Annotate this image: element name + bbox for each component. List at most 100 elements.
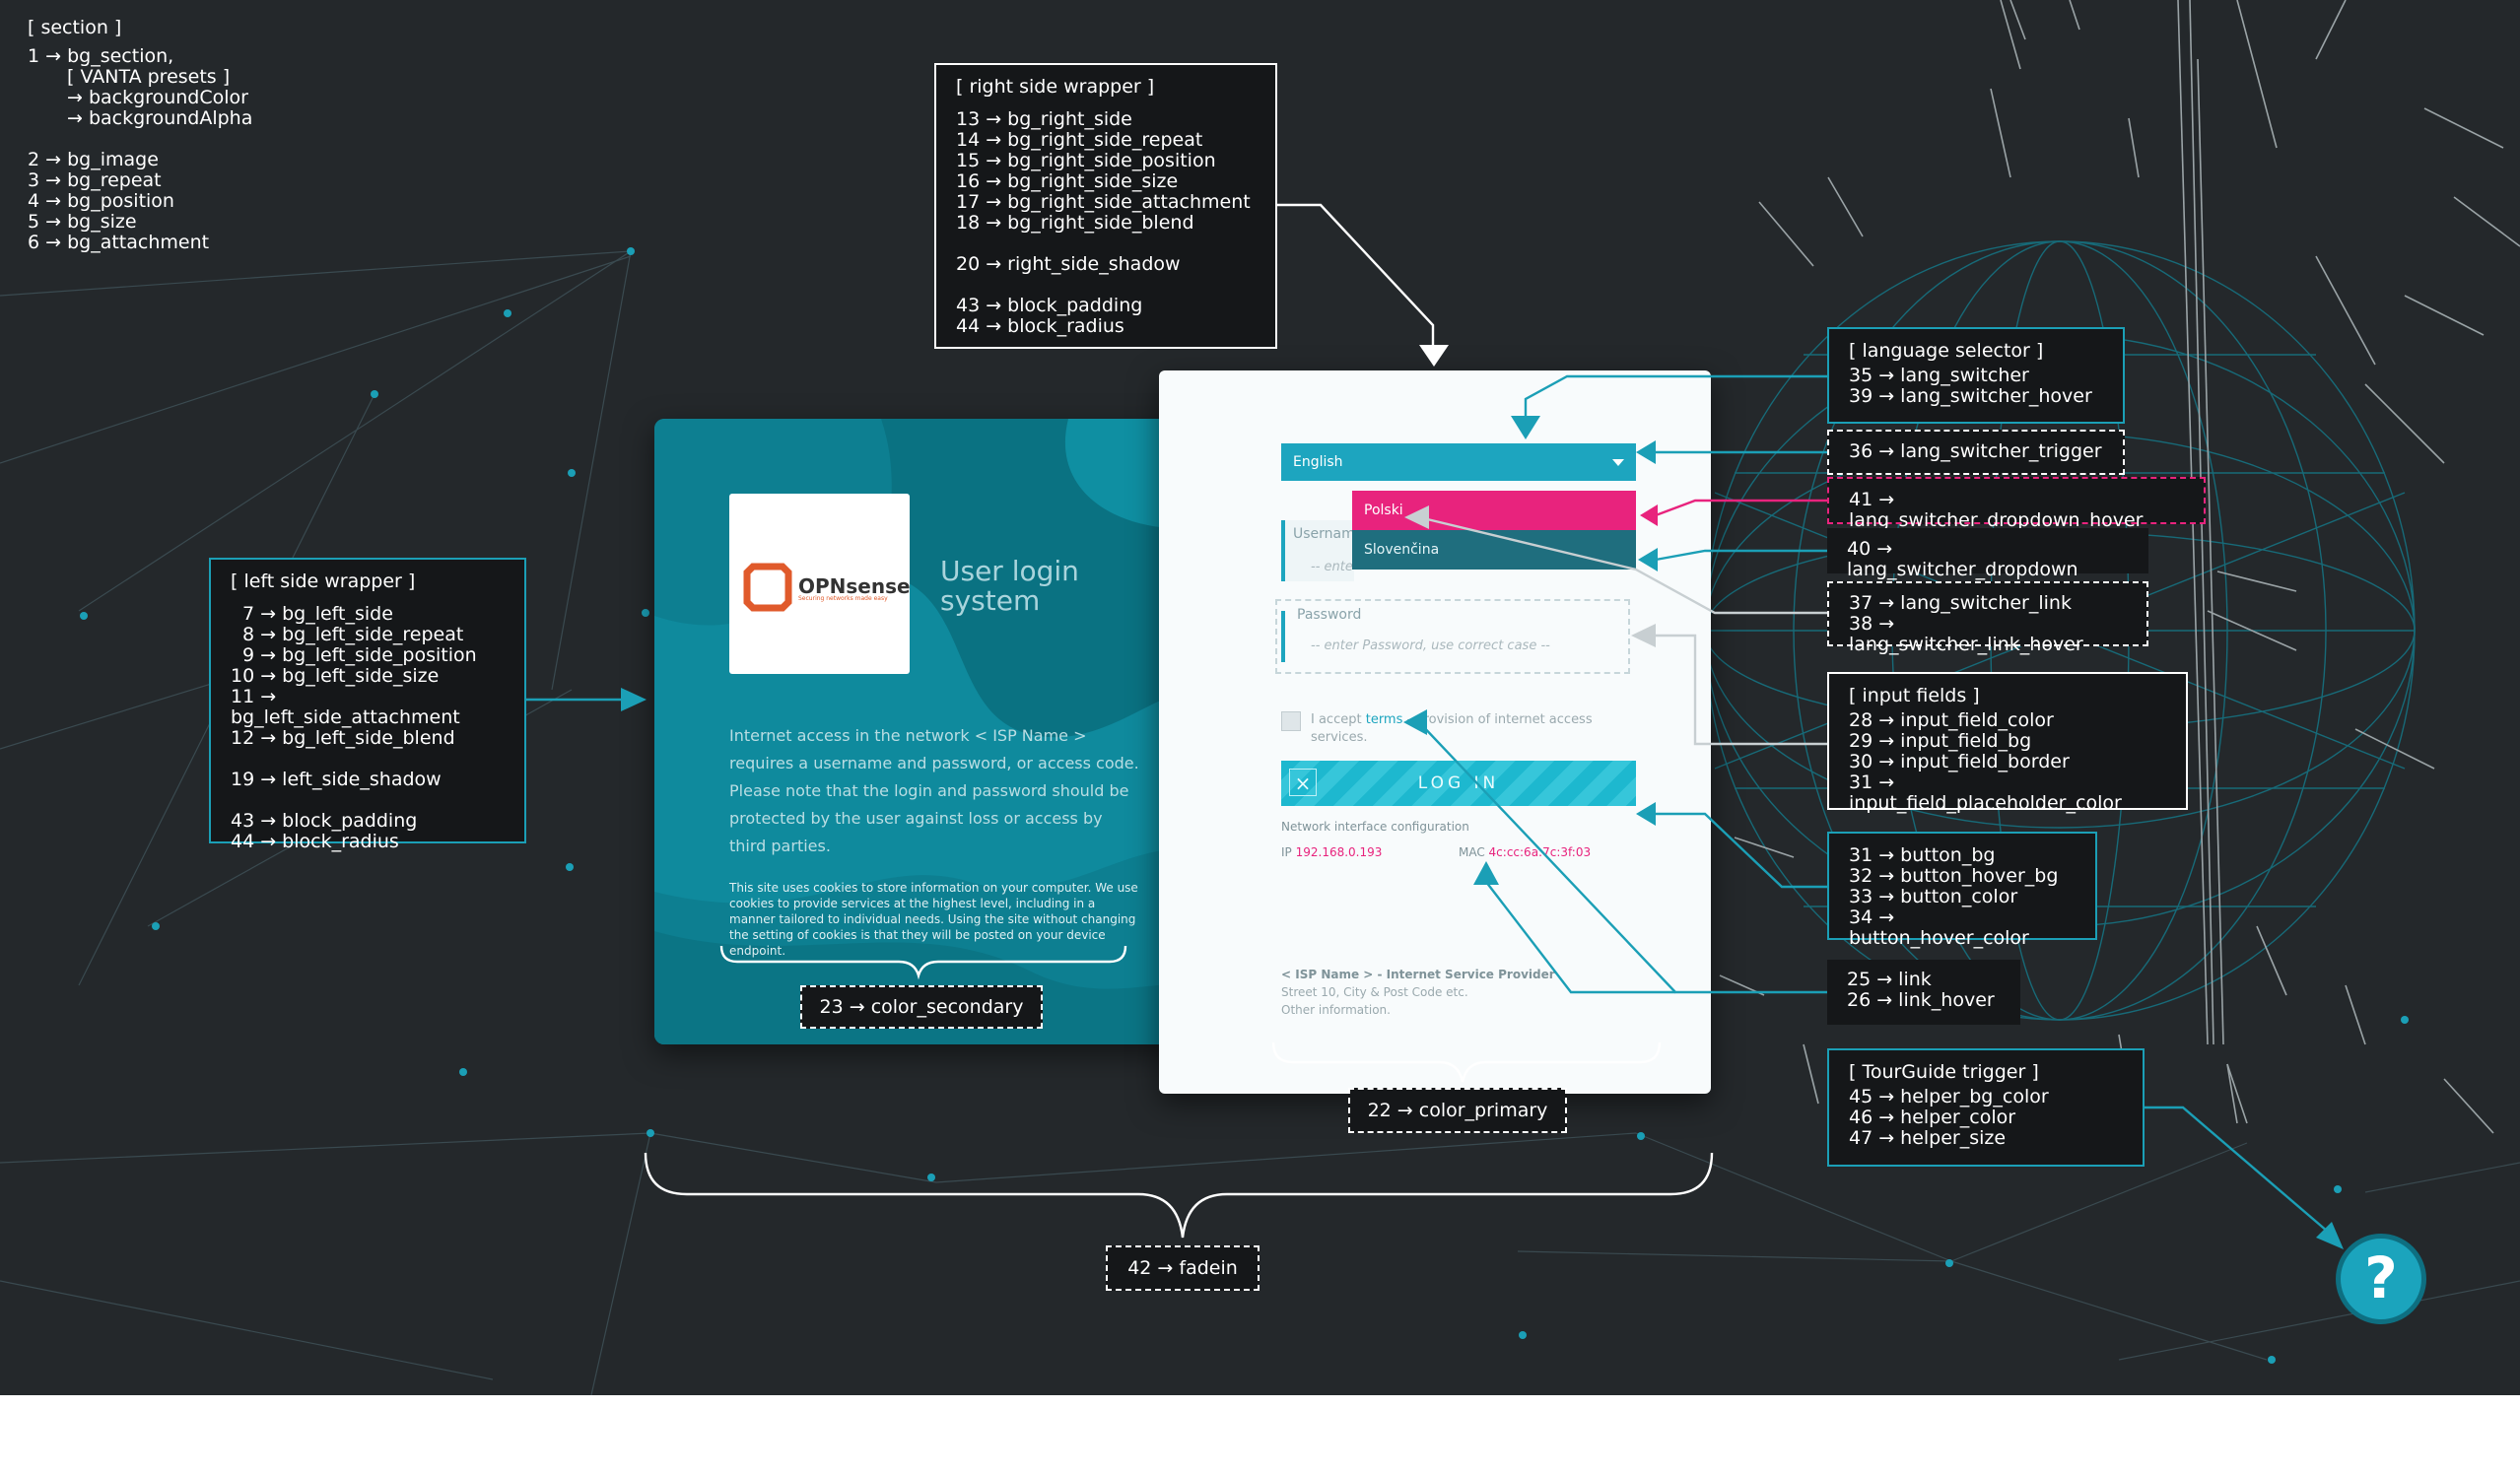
right-wrapper-title: [ right side wrapper ] bbox=[956, 76, 1155, 98]
section-legend-line: [ VANTA presets ] bbox=[67, 66, 231, 88]
login-title-line2: system bbox=[940, 584, 1041, 617]
diagram-stage: OPNsense Securing networks made easy Use… bbox=[0, 0, 2520, 1395]
right-wrapper-line: 18 → bg_right_side_blend bbox=[956, 212, 1194, 234]
question-icon[interactable]: ? bbox=[2336, 1234, 2426, 1324]
button-legend: 31 → button_bg 32 → button_hover_bg 33 →… bbox=[1827, 832, 2097, 949]
link-legend-line: 25 → link bbox=[1847, 969, 1932, 990]
footer-line2: Street 10, City & Post Code etc. bbox=[1281, 985, 1468, 999]
language-selected: English bbox=[1293, 454, 1343, 470]
password-placeholder: -- enter Password, use correct case -- bbox=[1311, 638, 1550, 653]
section-legend-line: → backgroundAlpha bbox=[67, 107, 253, 129]
right-wrapper-line: 16 → bg_right_side_size bbox=[956, 170, 1179, 192]
language-select[interactable]: English bbox=[1281, 443, 1636, 481]
section-legend-title: [ section ] bbox=[28, 17, 122, 38]
password-field-bar bbox=[1281, 611, 1285, 662]
section-legend: [ section ] 1 → bg_section, [ VANTA pres… bbox=[28, 18, 252, 253]
left-wrapper-line: 10 → bg_left_side_size bbox=[231, 665, 440, 687]
language-selector-line: 39 → lang_switcher_hover bbox=[1849, 385, 2092, 407]
password-label: Password bbox=[1297, 607, 1362, 623]
input-fields-line: 29 → input_field_bg bbox=[1849, 730, 2032, 752]
language-selector-line: 35 → lang_switcher bbox=[1849, 365, 2029, 386]
footer-line1: < ISP Name > - Internet Service Provider bbox=[1281, 968, 1555, 981]
language-option-slovencina[interactable]: Slovenčina bbox=[1352, 530, 1636, 570]
lang-dropdown-legend: 40 → lang_switcher_dropdown bbox=[1827, 528, 2148, 580]
terms-checkbox[interactable] bbox=[1281, 711, 1301, 731]
username-placeholder: -- ente bbox=[1311, 560, 1353, 574]
language-selector-legend: [ language selector ] 35 → lang_switcher… bbox=[1827, 327, 2125, 424]
section-legend-line: 6 → bg_attachment bbox=[28, 232, 210, 253]
opnsense-logo-icon bbox=[743, 563, 792, 612]
link-legend-line: 26 → link_hover bbox=[1847, 989, 1995, 1011]
tourguide-title: [ TourGuide trigger ] bbox=[1849, 1061, 2039, 1083]
cookie-text: This site uses cookies to store informat… bbox=[729, 881, 1138, 958]
lang-dropdown-text: 40 → lang_switcher_dropdown bbox=[1847, 538, 2078, 580]
input-fields-line: 28 → input_field_color bbox=[1849, 709, 2054, 731]
mac-value: 4c:cc:6a:7c:3f:03 bbox=[1488, 845, 1592, 859]
fadein-tag: 42 → fadein bbox=[1106, 1245, 1260, 1291]
left-wrapper-line: 12 → bg_left_side_blend bbox=[231, 727, 455, 749]
input-fields-line: 30 → input_field_border bbox=[1849, 751, 2070, 772]
language-selector-title: [ language selector ] bbox=[1849, 340, 2044, 362]
right-side-wrapper: English Usernam -- ente Polski Slovenčin… bbox=[1159, 370, 1711, 1094]
left-wrapper-line: 44 → block_radius bbox=[231, 831, 399, 852]
lang-dropdown-hover-text: 41 → lang_switcher_dropdown_hover bbox=[1849, 489, 2144, 531]
username-field[interactable] bbox=[1281, 520, 1354, 581]
left-wrapper-line: 43 → block_padding bbox=[231, 810, 418, 832]
login-title: User login system bbox=[940, 557, 1079, 616]
logo-subtitle: Securing networks made easy bbox=[798, 595, 888, 602]
right-wrapper-line: 43 → block_padding bbox=[956, 295, 1143, 316]
logo-text: OPNsense bbox=[798, 574, 911, 598]
link-legend: 25 → link 26 → link_hover bbox=[1827, 960, 2020, 1025]
left-wrapper-line: 7 → bg_left_side bbox=[242, 603, 393, 625]
button-legend-line: 34 → button_hover_color bbox=[1849, 906, 2029, 949]
button-legend-line: 33 → button_color bbox=[1849, 886, 2018, 907]
left-wrapper-title: [ left side wrapper ] bbox=[231, 570, 416, 592]
right-wrapper-line: 15 → bg_right_side_position bbox=[956, 150, 1216, 171]
left-wrapper-line: 11 → bg_left_side_attachment bbox=[231, 686, 460, 728]
right-wrapper-line: 17 → bg_right_side_attachment bbox=[956, 191, 1251, 213]
language-option-polski[interactable]: Polski bbox=[1352, 491, 1636, 530]
color-primary-tag: 22 → color_primary bbox=[1348, 1088, 1567, 1133]
footer-line3: Other information. bbox=[1281, 1003, 1391, 1017]
ip-info: IP 192.168.0.193 bbox=[1281, 845, 1382, 859]
tourguide-line: 47 → helper_size bbox=[1849, 1127, 2007, 1149]
left-wrapper-line: 9 → bg_left_side_position bbox=[242, 644, 477, 666]
lang-link-legend: 37 → lang_switcher_link 38 → lang_switch… bbox=[1827, 581, 2148, 655]
section-legend-line: 1 → bg_section, bbox=[28, 45, 174, 67]
login-title-line1: User login bbox=[940, 555, 1079, 587]
input-fields-title: [ input fields ] bbox=[1849, 685, 1980, 706]
lang-trigger-legend: 36 → lang_switcher_trigger bbox=[1827, 430, 2125, 475]
mac-label: MAC bbox=[1459, 845, 1489, 859]
input-fields-legend: [ input fields ] 28 → input_field_color … bbox=[1827, 672, 2188, 814]
section-legend-line: 3 → bg_repeat bbox=[28, 169, 162, 191]
caret-down-icon bbox=[1612, 459, 1624, 466]
right-wrapper-line: 14 → bg_right_side_repeat bbox=[956, 129, 1203, 151]
right-wrapper-line: 44 → block_radius bbox=[956, 315, 1124, 337]
section-legend-line: → backgroundColor bbox=[67, 87, 248, 108]
terms-text: I accept terms - provision of internet a… bbox=[1311, 711, 1636, 747]
tourguide-line: 46 → helper_color bbox=[1849, 1107, 2016, 1128]
close-icon: × bbox=[1289, 769, 1317, 796]
tourguide-line: 45 → helper_bg_color bbox=[1849, 1086, 2049, 1107]
ip-label: IP bbox=[1281, 845, 1296, 859]
lang-trigger-text: 36 → lang_switcher_trigger bbox=[1849, 440, 2102, 462]
tourguide-legend: [ TourGuide trigger ] 45 → helper_bg_col… bbox=[1827, 1048, 2145, 1167]
username-label: Usernam bbox=[1293, 526, 1355, 542]
mac-info: MAC 4c:cc:6a:7c:3f:03 bbox=[1459, 845, 1591, 859]
lang-link-line: 37 → lang_switcher_link bbox=[1849, 592, 2072, 614]
login-button[interactable]: LOG IN bbox=[1281, 761, 1636, 806]
terms-link[interactable]: terms bbox=[1365, 712, 1403, 727]
logo-box: OPNsense Securing networks made easy bbox=[729, 494, 911, 674]
lang-link-line: 38 → lang_switcher_link_hover bbox=[1849, 613, 2083, 655]
terms-prefix: I accept bbox=[1311, 712, 1366, 727]
ip-value: 192.168.0.193 bbox=[1295, 845, 1383, 859]
color-secondary-tag: 23 → color_secondary bbox=[800, 985, 1043, 1029]
left-wrapper-line: 19 → left_side_shadow bbox=[231, 769, 442, 790]
right-wrapper-line: 13 → bg_right_side bbox=[956, 108, 1132, 130]
section-legend-line: 2 → bg_image bbox=[28, 149, 159, 170]
network-title: Network interface configuration bbox=[1281, 820, 1469, 834]
input-fields-line: 31 → input_field_placeholder_color bbox=[1849, 772, 2122, 814]
right-wrapper-line: 20 → right_side_shadow bbox=[956, 253, 1181, 275]
section-legend-line: 5 → bg_size bbox=[28, 211, 137, 233]
left-side-wrapper: OPNsense Securing networks made easy Use… bbox=[654, 419, 1207, 1044]
